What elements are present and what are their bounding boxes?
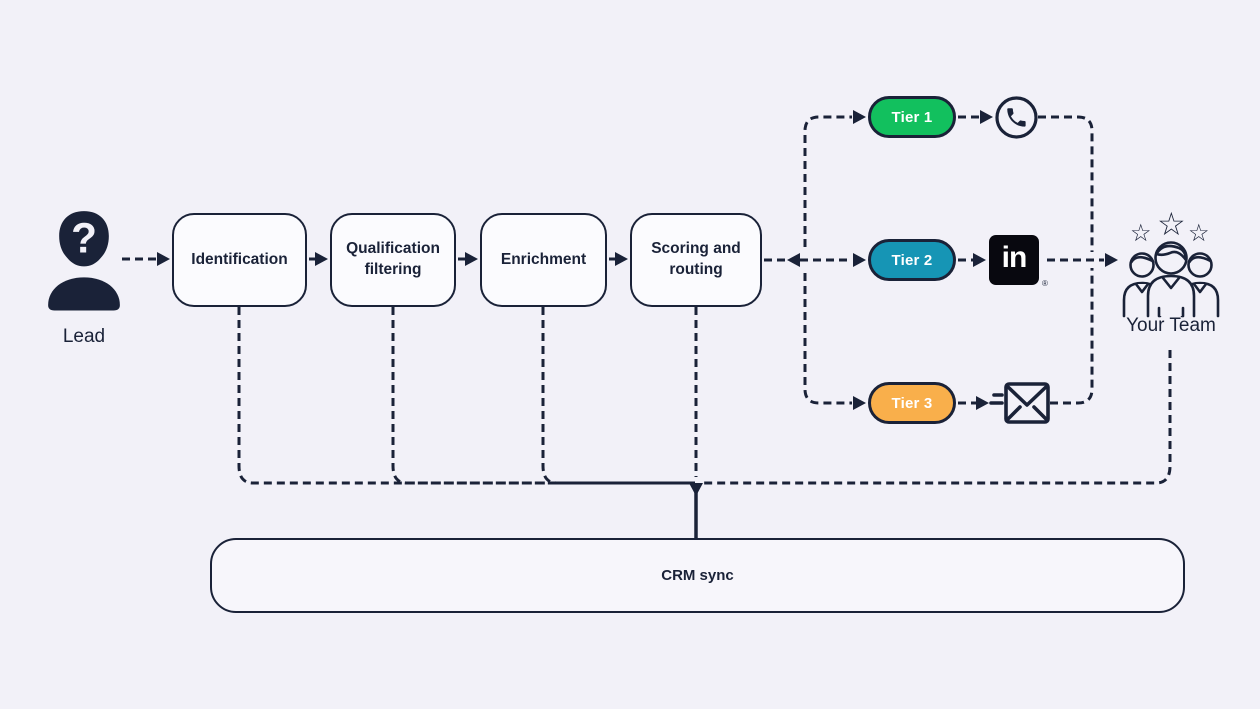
- tier-2-pill: Tier 2: [868, 239, 956, 281]
- phone-icon: [995, 96, 1038, 139]
- connector-branch-tier1: [803, 115, 852, 247]
- team-star-middle-icon: ☆: [1157, 206, 1186, 242]
- lead-question-glyph: ?: [71, 215, 97, 262]
- linkedin-icon: in: [989, 235, 1039, 285]
- team-stars-icon: [1122, 241, 1220, 318]
- node-identification: Identification: [172, 213, 307, 307]
- connector-identification-crm: [237, 307, 695, 485]
- node-crm-sync: CRM sync: [210, 538, 1185, 613]
- node-scoring-routing-label: Scoring and routing: [651, 240, 741, 278]
- node-qualification-filtering-label: Qualification filtering: [346, 240, 440, 278]
- connector-enrichment-crm: [541, 307, 695, 485]
- connector-phone-merge: [1038, 115, 1094, 252]
- node-identification-label: Identification: [191, 250, 288, 268]
- tier-1-label: Tier 1: [891, 108, 933, 126]
- tier-3-pill: Tier 3: [868, 382, 956, 424]
- linkedin-logo-text: in: [1001, 241, 1028, 274]
- connector-qualification-crm: [391, 307, 695, 485]
- arrowheads: [157, 110, 1118, 496]
- tier-2-label: Tier 2: [891, 251, 933, 269]
- connector-email-merge: [1050, 268, 1094, 405]
- node-enrichment-label: Enrichment: [500, 250, 587, 268]
- team-star-right-icon: ☆: [1188, 220, 1210, 247]
- node-scoring-routing: Scoring and routing: [630, 213, 762, 307]
- tier-1-pill: Tier 1: [868, 96, 956, 138]
- person-question-icon: ?: [48, 211, 120, 311]
- team-label: Your Team: [1126, 315, 1216, 336]
- linkedin-registered-mark: ®: [1042, 279, 1048, 288]
- tier-3-label: Tier 3: [891, 394, 933, 412]
- email-icon: [989, 382, 1050, 424]
- lead-label: Lead: [62, 326, 106, 347]
- node-qualification-filtering: Qualification filtering: [330, 213, 456, 307]
- team-star-left-icon: ☆: [1130, 220, 1152, 247]
- node-enrichment: Enrichment: [480, 213, 607, 307]
- connector-branch-tier3: [803, 273, 852, 405]
- crm-sync-label: CRM sync: [661, 567, 734, 584]
